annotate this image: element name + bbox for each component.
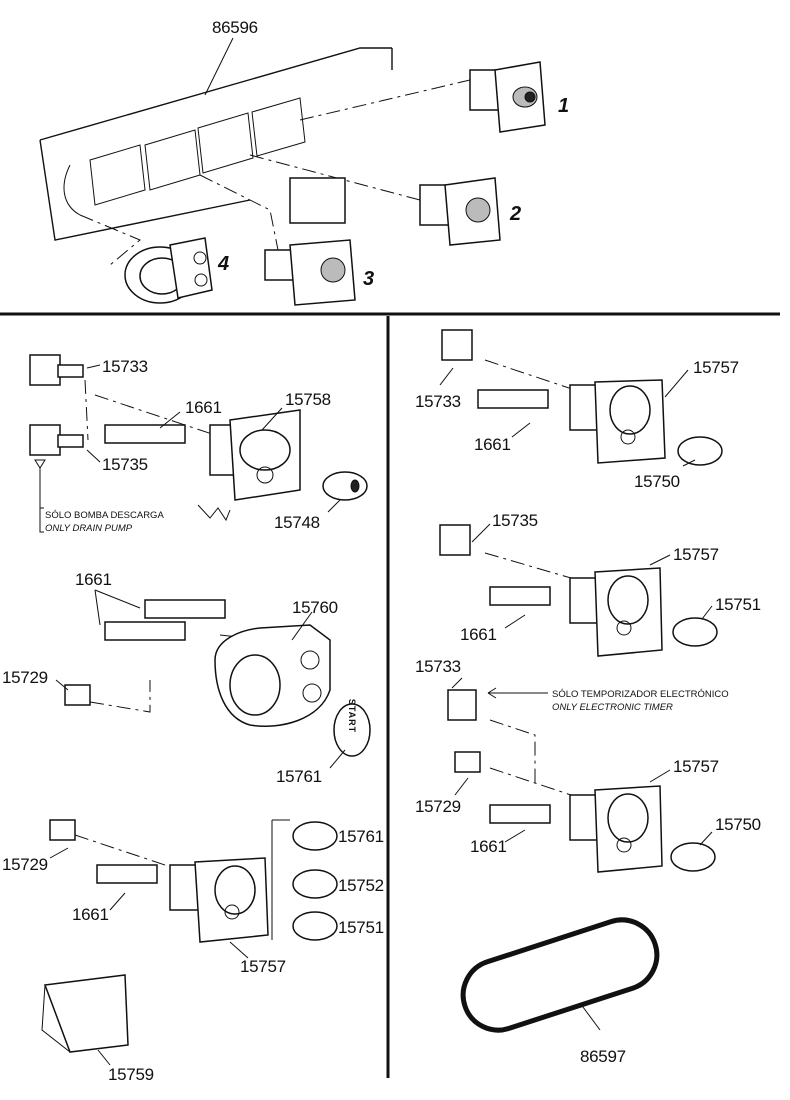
part-label-15733: 15733 [415,392,461,411]
left-group-d: 15759 [41,974,154,1084]
part-label-1661: 1661 [185,398,222,417]
switch-position-2: 2 [419,177,521,246]
left-group-b: START 1661 15760 15729 15761 [2,570,371,786]
part-label-15758: 15758 [285,390,331,409]
left-group-a: 15733 15735 1661 15758 15748 SÓLO BOMBA … [29,354,368,534]
note-only-drain-pump-es: SÓLO BOMBA DESCARGA [45,510,164,521]
drive-belt [460,917,660,1033]
part-label-1661: 1661 [460,625,497,644]
part-label-15757: 15757 [673,757,719,776]
part-label-15733: 15733 [102,357,148,376]
top-assembly: 86596 1 2 3 [39,18,569,306]
switch-position-1: 1 [469,61,569,133]
right-belt-group: 86597 [460,917,660,1066]
part-label-1661: 1661 [470,837,507,856]
left-group-c: 15729 1661 15757 15761 15752 15751 [2,819,384,976]
note-only-drain-pump-en: ONLY DRAIN PUMP [45,523,133,534]
part-label-15733: 15733 [415,657,461,676]
part-label-15751: 15751 [338,918,384,937]
part-label-15750: 15750 [715,815,761,834]
position-label-1: 1 [558,95,569,117]
part-label-15729: 15729 [415,797,461,816]
right-group-a: 15733 1661 15757 15750 [415,329,739,491]
start-knob-text: START [347,699,357,733]
part-label-15735: 15735 [492,511,538,530]
right-group-b: 15735 15757 1661 15751 [439,511,761,657]
part-label-15729: 15729 [2,855,48,874]
note-only-electronic-timer-es: SÓLO TEMPORIZADOR ELECTRÓNICO [552,689,729,700]
part-label-15748: 15748 [274,513,320,532]
part-label-15752: 15752 [338,876,384,895]
position-label-4: 4 [217,253,229,275]
part-label-86596: 86596 [212,18,258,37]
part-label-15757: 15757 [693,358,739,377]
control-panel [39,47,393,241]
part-label-15735: 15735 [102,455,148,474]
part-label-86597: 86597 [580,1047,626,1066]
position-label-3: 3 [363,268,374,290]
part-label-15759: 15759 [108,1065,154,1084]
part-label-1661: 1661 [75,570,112,589]
position-label-2: 2 [509,203,521,225]
part-label-15761: 15761 [276,767,322,786]
switch-position-3: 3 [264,177,374,306]
note-only-electronic-timer-en: ONLY ELECTRONIC TIMER [552,702,673,713]
right-group-c: SÓLO TEMPORIZADOR ELECTRÓNICO ONLY ELECT… [415,657,761,873]
part-label-15757: 15757 [673,545,719,564]
part-label-15757: 15757 [240,957,286,976]
part-label-15751: 15751 [715,595,761,614]
part-label-15750: 15750 [634,472,680,491]
part-label-1661: 1661 [72,905,109,924]
part-label-15761: 15761 [338,827,384,846]
part-label-15760: 15760 [292,598,338,617]
switch-position-4: 4 [124,237,229,304]
part-label-15729: 15729 [2,668,48,687]
part-label-1661: 1661 [474,435,511,454]
